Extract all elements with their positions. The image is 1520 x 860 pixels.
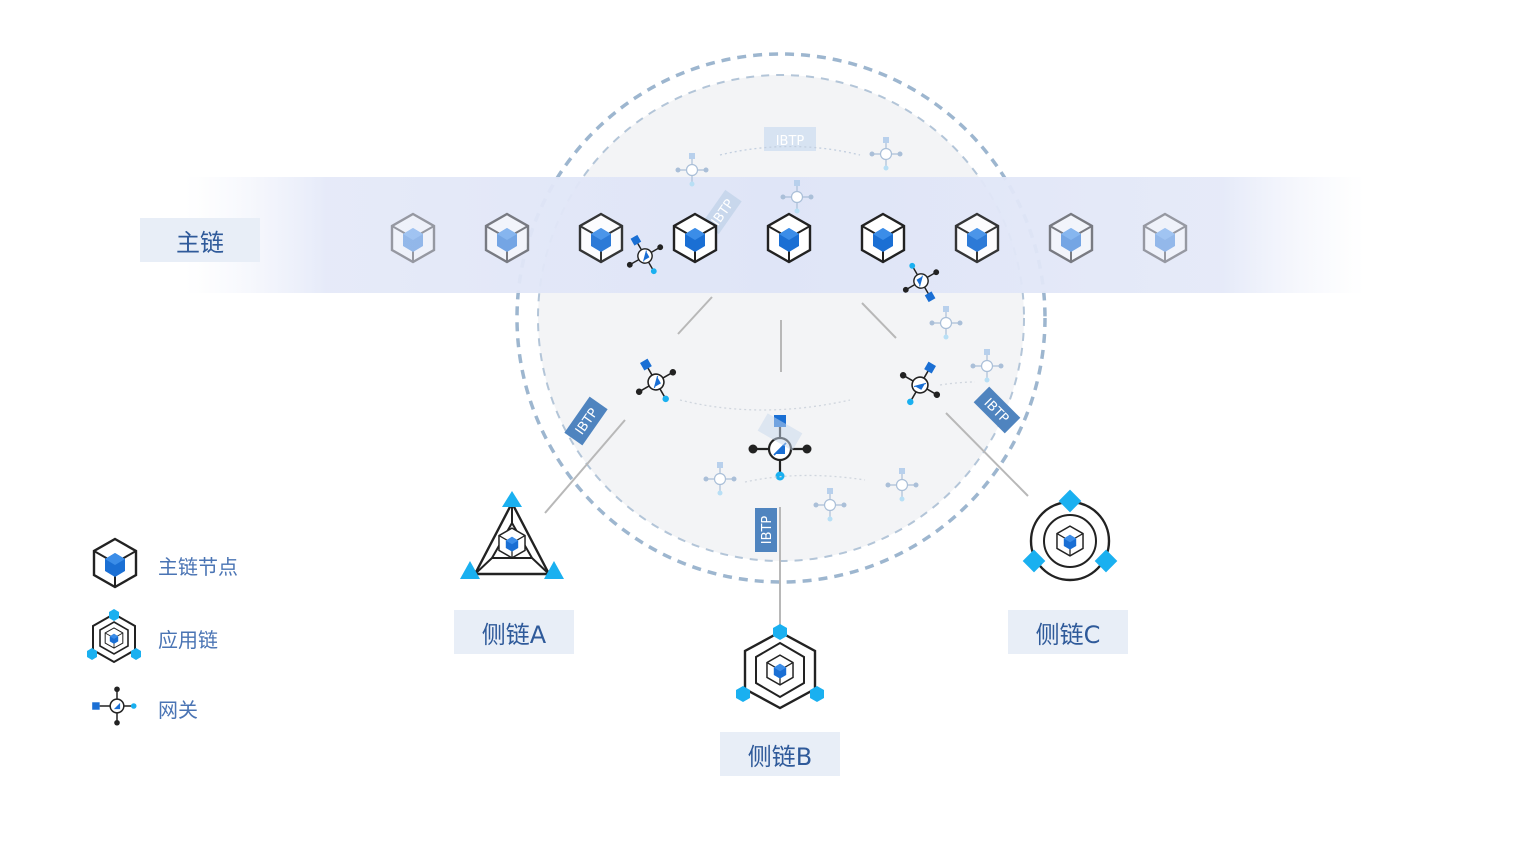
legend-app-chain-icon [87,609,141,664]
ibtp-tag-b: IBTP [755,508,777,552]
connector-line-a [544,419,626,514]
main-chain-node-icon [1142,212,1188,264]
main-chain-node-icon [484,212,530,264]
side-chain-c-label: 侧链C [1008,610,1128,654]
main-chain-node-icon [860,212,906,264]
connector-line [861,302,897,339]
outer-dashed-ring [515,52,1047,584]
main-chain-node-icon [672,212,718,264]
ghost-flow [744,474,866,483]
main-chain-label: 主链 [140,218,260,262]
main-chain-node-icon [390,212,436,264]
main-chain-node-icon [578,212,624,264]
side-chain-b-label: 侧链B [720,732,840,776]
ibtp-tag-b-text: IBTP [760,516,775,545]
ibtp-tag-ghost-top-text: IBTP [776,134,805,149]
legend-app-chain-label: 应用链 [158,628,218,652]
main-chain-node-icon [954,212,1000,264]
side-chain-a-icon [460,491,564,579]
legend-main-chain-node-label: 主链节点 [158,555,238,579]
legend-main-chain-node-icon [92,537,138,589]
ghost-flow-top [719,145,861,156]
legend-gateway-label: 网关 [158,698,198,722]
side-chain-c-icon [1022,489,1118,582]
main-chain-node-icon [766,212,812,264]
legend-gateway-icon [92,686,137,726]
connector-line [677,296,713,335]
side-chain-a-label: 侧链A [454,610,574,654]
side-chain-b-icon [736,624,824,710]
connector-line-c [945,412,1029,497]
main-chain-node-icon [1048,212,1094,264]
ibtp-tag-ghost-center [757,413,803,451]
